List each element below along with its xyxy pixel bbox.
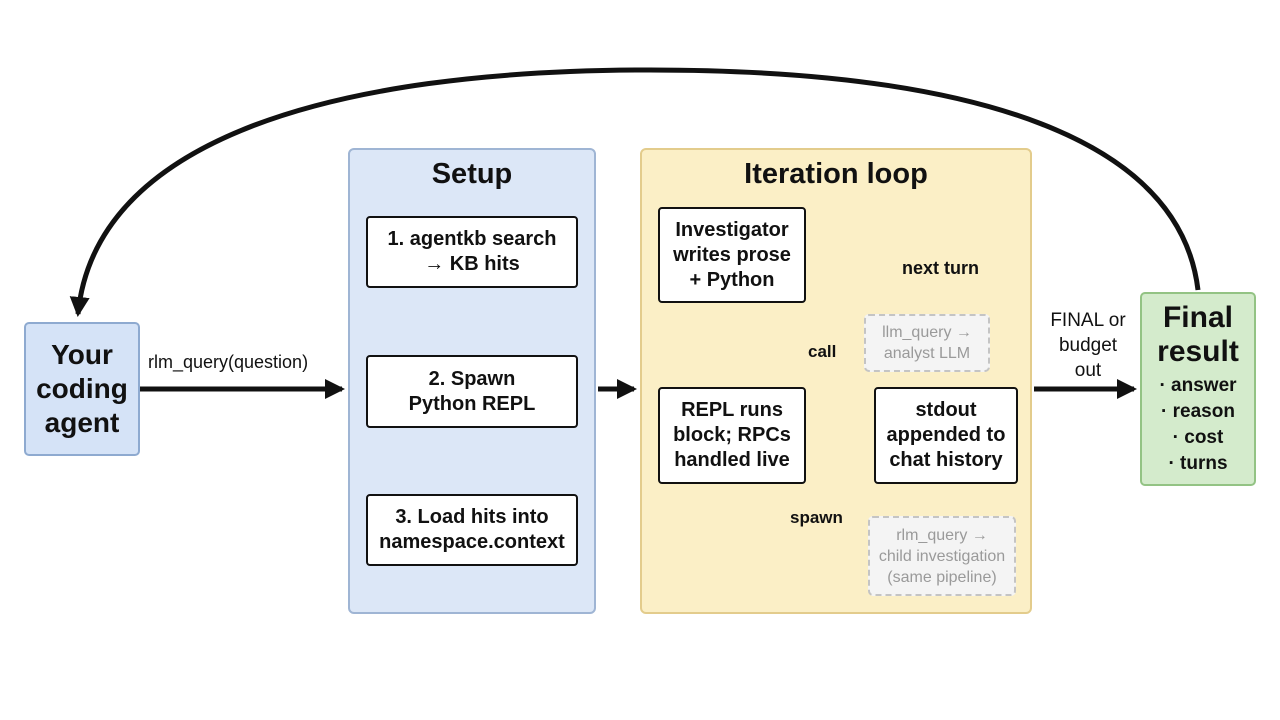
coding-agent-label: Your coding agent [36, 339, 128, 438]
child-investigation-box: rlm_query → child investigation (same pi… [868, 516, 1016, 596]
stdout-label: stdout appended to chat history [886, 399, 1006, 471]
child-investigation-label: rlm_query → child investigation (same pi… [878, 526, 1006, 586]
llm-query-box: llm_query → analyst LLM [864, 314, 990, 372]
call-label: call [808, 342, 837, 361]
stdout-box: stdout appended to chat history [874, 387, 1018, 484]
investigator-box: Investigator writes prose + Python [658, 207, 806, 303]
setup-step-spawn: 2. Spawn Python REPL [366, 355, 578, 428]
final-result-box: Final result · answer · reason · cost · … [1140, 292, 1256, 486]
setup-step-load-label: 3. Load hits into namespace.context [379, 506, 565, 553]
final-edge-label: FINAL or budget out [1050, 310, 1126, 381]
llm-query-label: llm_query → analyst LLM [882, 324, 972, 362]
repl-label: REPL runs block; RPCs handled live [673, 399, 791, 471]
investigator-label: Investigator writes prose + Python [673, 218, 791, 291]
final-result-list: · answer · reason · cost · turns [1159, 373, 1236, 477]
final-result-title: Final result [1157, 301, 1239, 368]
query-label: rlm_query(question) [148, 352, 309, 372]
repl-box: REPL runs block; RPCs handled live [658, 387, 806, 484]
final-item-turns: · turns [1168, 453, 1228, 474]
setup-step-search: 1. agentkb search → KB hits [366, 216, 578, 288]
iteration-loop-title: Iteration loop [744, 158, 928, 190]
final-item-answer: · answer [1159, 375, 1237, 396]
spawn-label: spawn [790, 508, 843, 527]
setup-title: Setup [431, 158, 513, 190]
final-item-reason: · reason [1161, 401, 1235, 422]
setup-step-load: 3. Load hits into namespace.context [366, 494, 578, 566]
next-turn-label: next turn [902, 258, 980, 278]
setup-step-search-label: 1. agentkb search → KB hits [387, 228, 557, 275]
return-arrow [69, 67, 1201, 317]
setup-step-spawn-label: 2. Spawn Python REPL [408, 367, 536, 415]
final-item-cost: · cost [1172, 427, 1224, 448]
coding-agent-box: Your coding agent [24, 322, 140, 456]
